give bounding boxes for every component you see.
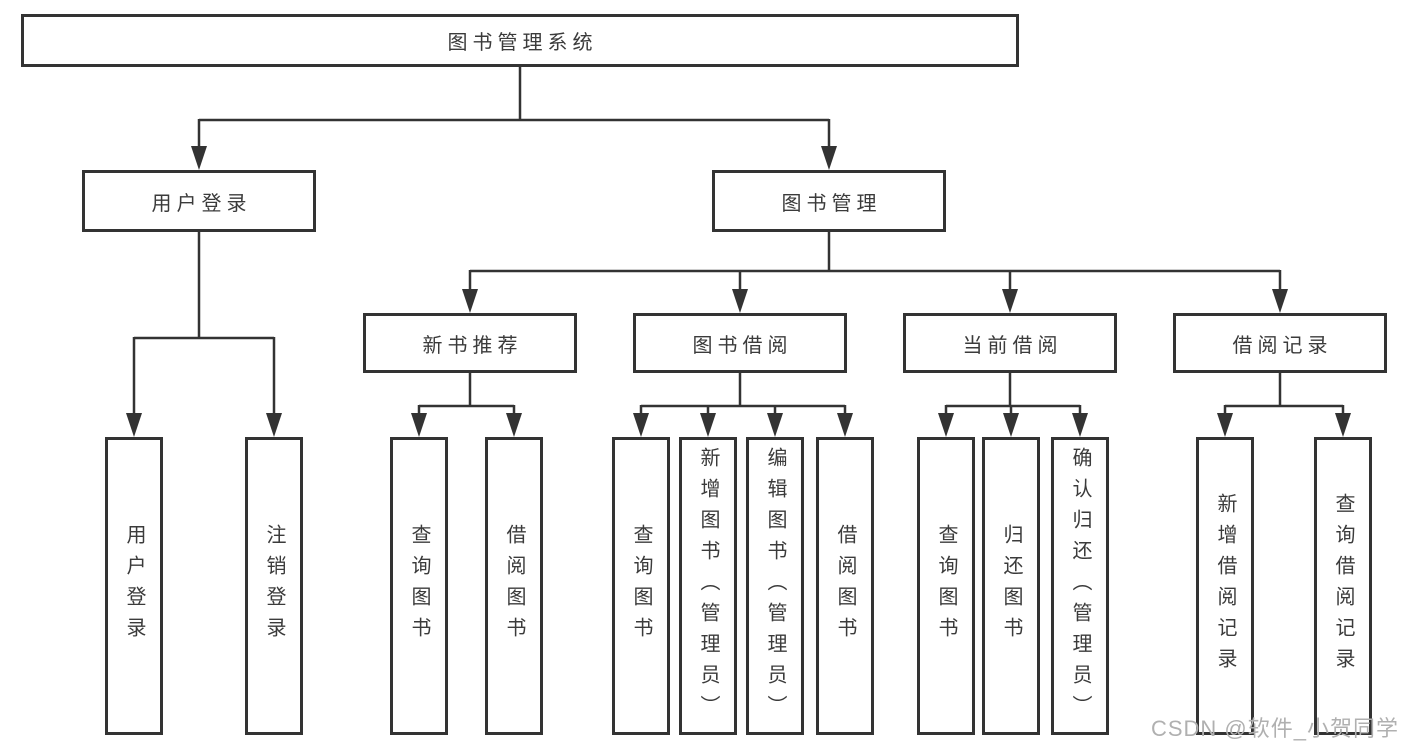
leaf-user-login-label: 用户登录 xyxy=(123,524,145,648)
leaf-br-add-record-label: 新增借阅记录 xyxy=(1214,493,1236,679)
leaf-nbr-query-books-label: 查询图书 xyxy=(408,524,430,648)
node-current-borrowing: 当前借阅 xyxy=(903,313,1117,373)
leaf-bb-borrow-books: 借阅图书 xyxy=(816,437,874,735)
leaf-logout: 注销登录 xyxy=(245,437,303,735)
leaf-user-login: 用户登录 xyxy=(105,437,163,735)
leaf-cb-return-books-label: 归还图书 xyxy=(1000,524,1022,648)
leaf-cb-return-books: 归还图书 xyxy=(982,437,1040,735)
leaf-nbr-query-books: 查询图书 xyxy=(390,437,448,735)
node-new-book-recommend: 新书推荐 xyxy=(363,313,577,373)
node-root-library-system: 图书管理系统 xyxy=(21,14,1019,67)
leaf-br-add-record: 新增借阅记录 xyxy=(1196,437,1254,735)
node-user-login: 用户登录 xyxy=(82,170,316,232)
leaf-cb-query-books: 查询图书 xyxy=(917,437,975,735)
leaf-bb-query-books: 查询图书 xyxy=(612,437,670,735)
leaf-bb-add-books-admin: 新增图书（管理员） xyxy=(679,437,737,735)
leaf-cb-confirm-return-admin-label: 确认归还（管理员） xyxy=(1069,446,1091,726)
csdn-watermark: CSDN @软件_小贺同学 xyxy=(1150,716,1399,741)
node-borrow-records: 借阅记录 xyxy=(1173,313,1387,373)
leaf-nbr-borrow-books: 借阅图书 xyxy=(485,437,543,735)
leaf-br-query-record: 查询借阅记录 xyxy=(1314,437,1372,735)
leaf-cb-confirm-return-admin: 确认归还（管理员） xyxy=(1051,437,1109,735)
leaf-logout-label: 注销登录 xyxy=(263,524,285,648)
leaf-cb-query-books-label: 查询图书 xyxy=(935,524,957,648)
node-book-management: 图书管理 xyxy=(712,170,946,232)
leaf-bb-query-books-label: 查询图书 xyxy=(630,524,652,648)
leaf-bb-add-books-admin-label: 新增图书（管理员） xyxy=(697,446,719,726)
leaf-bb-edit-books-admin: 编辑图书（管理员） xyxy=(746,437,804,735)
leaf-bb-borrow-books-label: 借阅图书 xyxy=(834,524,856,648)
leaf-bb-edit-books-admin-label: 编辑图书（管理员） xyxy=(764,446,786,726)
node-book-borrowing: 图书借阅 xyxy=(633,313,847,373)
leaf-nbr-borrow-books-label: 借阅图书 xyxy=(503,524,525,648)
leaf-br-query-record-label: 查询借阅记录 xyxy=(1332,493,1354,679)
